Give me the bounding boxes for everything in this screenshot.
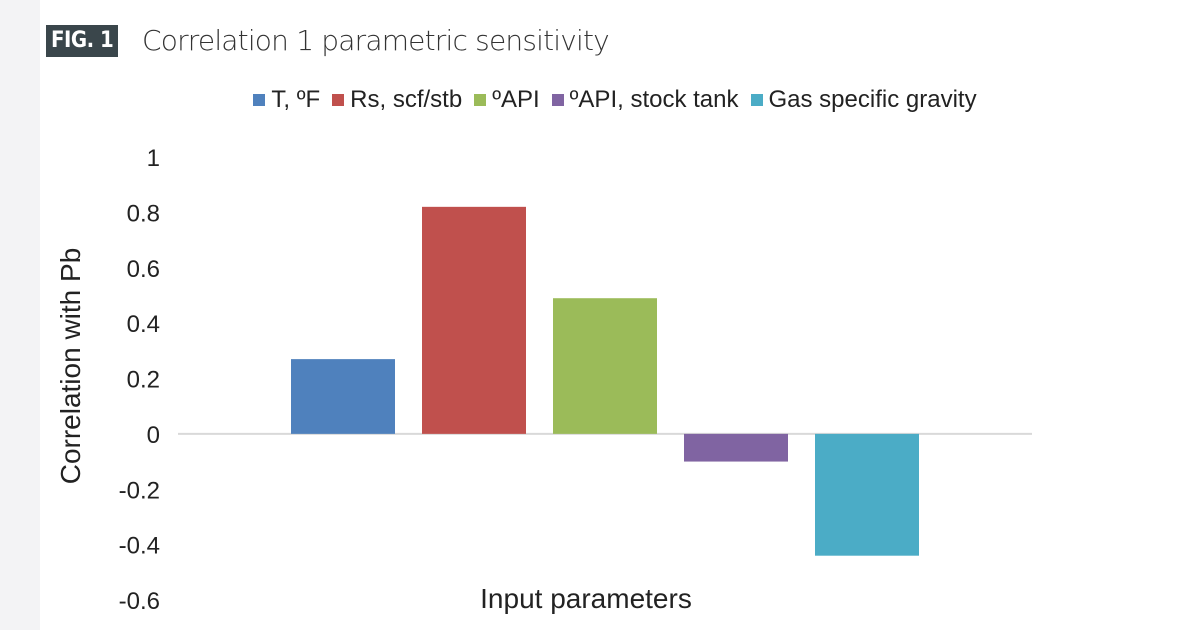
legend-item: Gas specific gravity [750, 86, 977, 114]
legend-item: Rs, scf/stb [332, 86, 462, 114]
bar-0 [291, 359, 395, 434]
y-tick-label: -0.4 [119, 533, 160, 560]
y-tick-label: 0.4 [127, 311, 160, 338]
bar-2 [553, 298, 657, 434]
y-tick-label: 1 [147, 145, 160, 172]
bar-4 [815, 433, 919, 556]
legend-item: T, ºF [253, 86, 320, 114]
legend: T, ºF Rs, scf/stb ºAPI ºAPI, stock tank Gas … [0, 86, 1200, 114]
left-margin-strip [0, 0, 40, 630]
legend-label: ºAPI, stock tank [569, 86, 739, 113]
legend-label: T, ºF [271, 86, 321, 113]
legend-label: ºAPI [492, 86, 540, 113]
legend-swatch [551, 94, 564, 106]
y-tick-label: -0.6 [119, 588, 160, 615]
y-tick-label: 0.2 [127, 367, 160, 394]
legend-swatch [474, 94, 487, 106]
y-tick-label: 0.8 [127, 200, 160, 227]
bar-3 [684, 433, 788, 462]
bar-1 [422, 206, 526, 434]
legend-label: Rs, scf/stb [350, 86, 463, 113]
figure-badge: FIG. 1 [46, 25, 119, 57]
legend-swatch [332, 94, 345, 106]
y-tick-label: 0.6 [127, 256, 160, 283]
y-tick-label: -0.2 [119, 477, 160, 504]
y-tick-label: 0 [147, 422, 160, 449]
chart-title: Correlation 1 parametric sensitivity [142, 24, 610, 57]
x-axis-label: Input parameters [480, 583, 692, 614]
legend-item: ºAPI [474, 86, 540, 114]
legend-swatch [253, 94, 266, 106]
legend-swatch [750, 94, 763, 106]
legend-item: ºAPI, stock tank [551, 86, 739, 114]
legend-label: Gas specific gravity [768, 86, 977, 113]
y-axis-label: Correlation with Pb [55, 248, 86, 485]
